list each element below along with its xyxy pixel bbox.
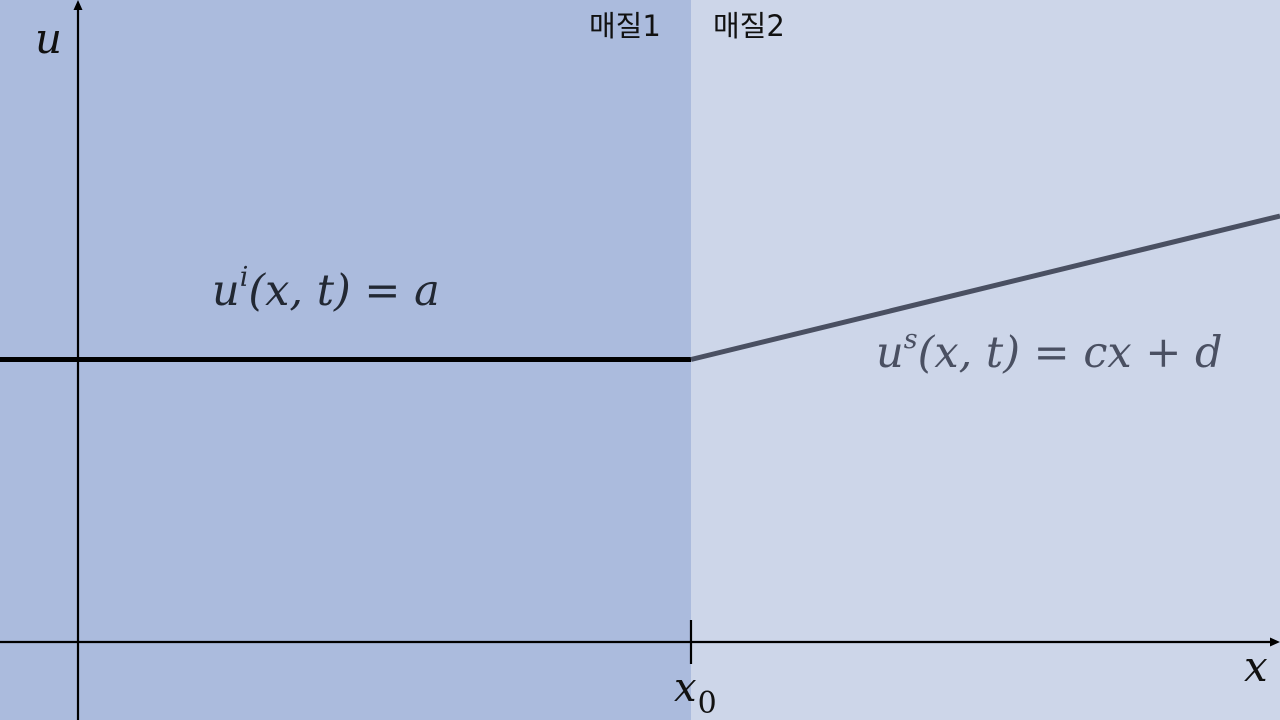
medium-1-label: 매질1 [589,9,661,43]
u-axis-arrowhead [73,0,83,10]
scattered-eq-base: u [876,328,904,378]
medium-2-label: 매질2 [713,9,785,43]
interface-tick-label: x0 [674,665,717,719]
scattered-wave-line [690,213,1280,362]
incident-eq-rest: (x, t) = a [248,266,440,316]
x-axis-arrowhead [1270,637,1280,647]
u-axis-label: u [35,14,63,63]
medium-2-region [691,0,1280,720]
scattered-eq-rest: (x, t) = cx + d [917,328,1223,378]
scattered-wave-equation: us(x, t) = cx + d [876,326,1223,375]
x-axis-label: x [1244,642,1268,691]
incident-eq-base: u [212,266,240,316]
incident-eq-superscript: i [239,262,249,293]
scattered-eq-superscript: s [903,324,918,355]
interface-tick-symbol: x [674,665,697,711]
interface-tick-subscript: 0 [697,686,717,720]
incident-wave-equation: ui(x, t) = a [212,264,440,313]
